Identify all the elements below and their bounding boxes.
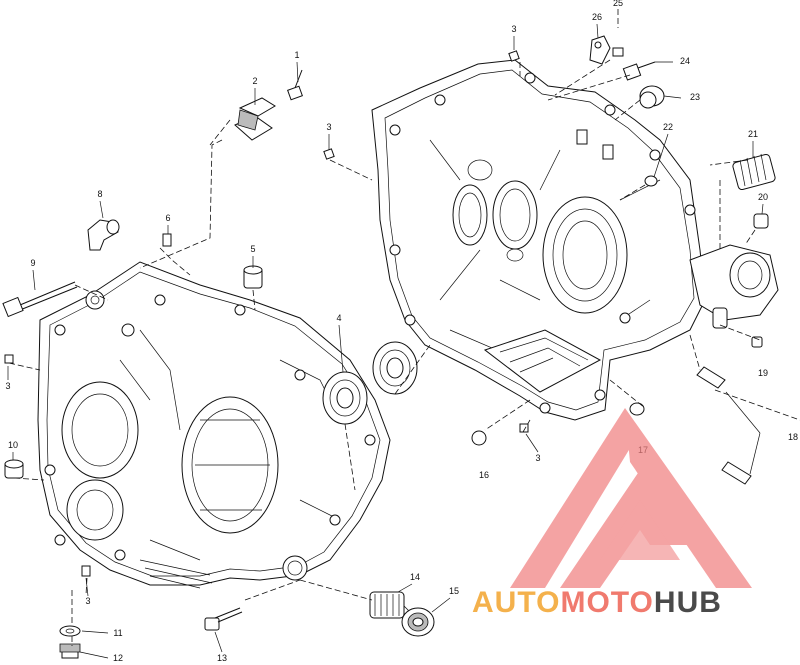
callout-c14: 14 [410,572,420,582]
callout-c9: 9 [30,258,35,268]
callout-c23: 23 [690,92,700,102]
callout-c3d: 3 [535,453,540,463]
callout-c3a: 3 [511,24,516,34]
callout-c25: 25 [613,0,623,8]
watermark-logo: AUTOMOTOHUB [472,408,752,619]
callout-c18: 18 [788,432,798,442]
callout-c3b: 3 [326,122,331,132]
washer-part-11 [59,625,81,637]
bolt-part-24 [622,61,656,81]
seal-part-15 [401,607,435,637]
callout-c2: 2 [252,76,257,86]
watermark-text: AUTOMOTOHUB [472,586,722,619]
callout-c1: 1 [294,50,299,60]
callout-c8: 8 [97,189,102,199]
callout-c6: 6 [165,213,170,223]
fitting-part-18 [696,366,752,485]
drain-plug-part-12 [59,643,81,659]
elbow-fitting-part-8 [87,219,120,251]
plug-part-10 [4,459,24,479]
left-crankcase-half [37,261,391,589]
small-parts [2,35,776,659]
callout-c3c: 3 [5,381,10,391]
callout-c5: 5 [250,244,255,254]
right-crankcase-half [371,59,779,421]
callout-c22: 22 [663,122,673,132]
bearing-part-4 [322,341,418,425]
watermark-moto: MOTO [560,586,653,619]
bolt-part-1 [287,69,303,101]
bolt-part-13 [204,607,243,631]
callout-c13: 13 [217,653,227,663]
needle-bearing-part-14 [369,591,405,619]
callout-c4: 4 [336,313,341,323]
threaded-sleeve-part-21 [732,153,776,191]
callout-c21: 21 [748,129,758,139]
callout-c15: 15 [449,586,459,596]
leader-lines [7,9,800,659]
callout-c19: 19 [758,368,768,378]
callout-c16: 16 [479,470,489,480]
callout-c26: 26 [592,12,602,22]
callout-c3e: 3 [85,596,90,606]
callout-labels: 1233333456891011121314151617181920212223… [5,0,798,663]
callout-c11: 11 [113,628,122,638]
callout-c10: 10 [8,440,18,450]
watermark-hub: HUB [654,586,722,619]
long-bolt-part-9 [2,281,78,318]
watermark-auto: AUTO [472,586,560,619]
lever-part-26 [589,35,624,65]
bushing-part-5 [243,265,263,289]
watermark-triangle-mark [510,408,752,588]
cap-part-23 [639,85,665,109]
callout-c20: 20 [758,192,768,202]
callout-c24: 24 [680,56,690,66]
callout-c12: 12 [113,653,123,663]
